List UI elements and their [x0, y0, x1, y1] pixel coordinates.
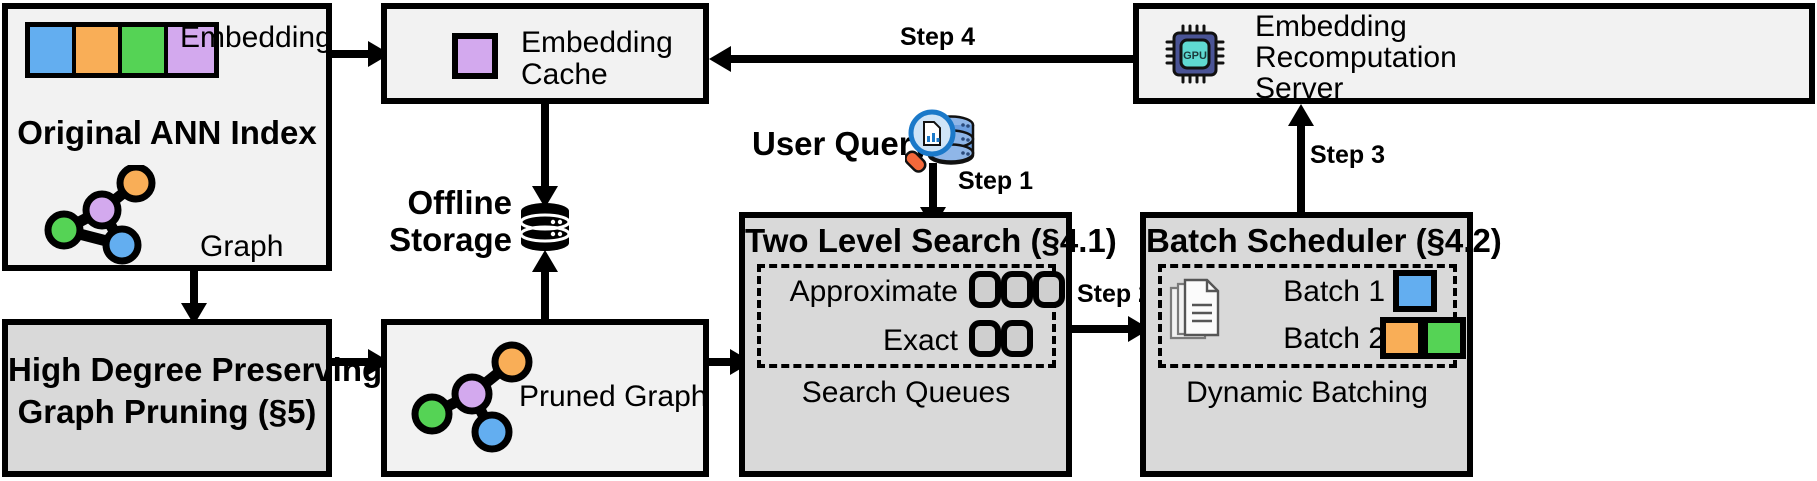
step1-label: Step 1	[958, 167, 1034, 195]
approximate-slot-3[interactable]	[1033, 271, 1065, 308]
arrow-cache-to-storage-head	[532, 186, 558, 208]
embedding-vector-swatches	[25, 22, 219, 78]
exact-slot-1[interactable]	[969, 320, 1001, 357]
embedding-cache-line2: Cache	[521, 58, 608, 91]
embedding-cache-swatch	[452, 33, 498, 79]
pruned-graph-figure	[404, 336, 544, 456]
pruned-graph-label: Pruned Graph	[519, 380, 708, 413]
two-level-search-title: Two Level Search (§4.1)	[745, 222, 1117, 259]
batch-scheduler-title: Batch Scheduler (§4.2)	[1146, 222, 1502, 259]
arrow-pruned-to-search-line	[709, 358, 739, 366]
recomputation-server-line1: Embedding	[1255, 10, 1407, 43]
embedding-cell-purple	[168, 27, 214, 73]
high-degree-pruning-box[interactable]	[2, 319, 332, 477]
approximate-row-label: Approximate	[789, 275, 958, 308]
arrow-ann-to-cache-line	[332, 50, 370, 58]
recomputation-server-box[interactable]	[1133, 3, 1815, 104]
recomputation-server-line2: Recomputation	[1255, 41, 1457, 74]
step4-label: Step 4	[900, 23, 976, 51]
database-cylinder-icon	[519, 203, 571, 251]
arrow-step4-head	[709, 46, 731, 72]
documents-stack-icon	[1168, 278, 1224, 346]
arrow-step1-line	[929, 163, 937, 213]
arrow-pruned-to-storage-head	[532, 250, 558, 272]
embedding-cache-box[interactable]	[381, 3, 709, 104]
batch-1-label: Batch 1	[1283, 275, 1385, 308]
gpu-chip-icon: GPU	[1164, 23, 1226, 85]
high-degree-pruning-line1: High Degree Preserving	[8, 351, 383, 388]
arrow-pruning-to-pruned-line	[332, 358, 370, 366]
arrow-step3-head	[1288, 104, 1314, 126]
dynamic-batching-dashed-region	[1158, 264, 1457, 368]
original-graph-figure	[36, 165, 166, 265]
embedding-cell-blue	[30, 27, 76, 73]
arrow-step4-line	[725, 55, 1135, 63]
arrow-step2-line	[1072, 325, 1134, 333]
user-query-label: User Query	[752, 125, 930, 162]
original-ann-index-title: Original ANN Index	[17, 114, 317, 151]
search-queues-caption: Search Queues	[801, 376, 1011, 409]
recomputation-server-line3: Server	[1255, 72, 1344, 105]
batch-2-label: Batch 2	[1283, 322, 1385, 355]
gpu-icon-text: GPU	[1183, 50, 1207, 62]
exact-row-label: Exact	[882, 324, 958, 357]
exact-slot-2[interactable]	[1001, 320, 1033, 357]
high-degree-pruning-line2: Graph Pruning (§5)	[17, 393, 317, 430]
query-search-database-icon	[905, 105, 977, 175]
arrow-cache-to-storage-line	[541, 104, 549, 192]
arrow-pruned-to-storage-line	[541, 262, 549, 320]
approximate-slot-2[interactable]	[1001, 271, 1033, 308]
arrow-ann-to-pruning-line	[190, 271, 198, 309]
approximate-slot-1[interactable]	[969, 271, 1001, 308]
embedding-cell-orange	[76, 27, 122, 73]
dynamic-batching-caption: Dynamic Batching	[1186, 376, 1428, 409]
step3-label: Step 3	[1310, 141, 1386, 169]
search-queues-dashed-region	[757, 264, 1056, 368]
graph-label: Graph	[200, 230, 284, 263]
batch-2-swatch-green	[1422, 317, 1466, 359]
batch-1-swatch-blue	[1393, 270, 1437, 312]
embedding-label: Embedding	[180, 21, 332, 54]
embedding-cell-green	[122, 27, 168, 73]
batch-2-swatch-orange	[1380, 317, 1424, 359]
arrow-step3-line	[1297, 122, 1305, 212]
offline-storage-line1: Offline	[407, 184, 513, 221]
embedding-cache-line1: Embedding	[521, 26, 673, 59]
offline-storage-line2: Storage	[389, 221, 512, 258]
